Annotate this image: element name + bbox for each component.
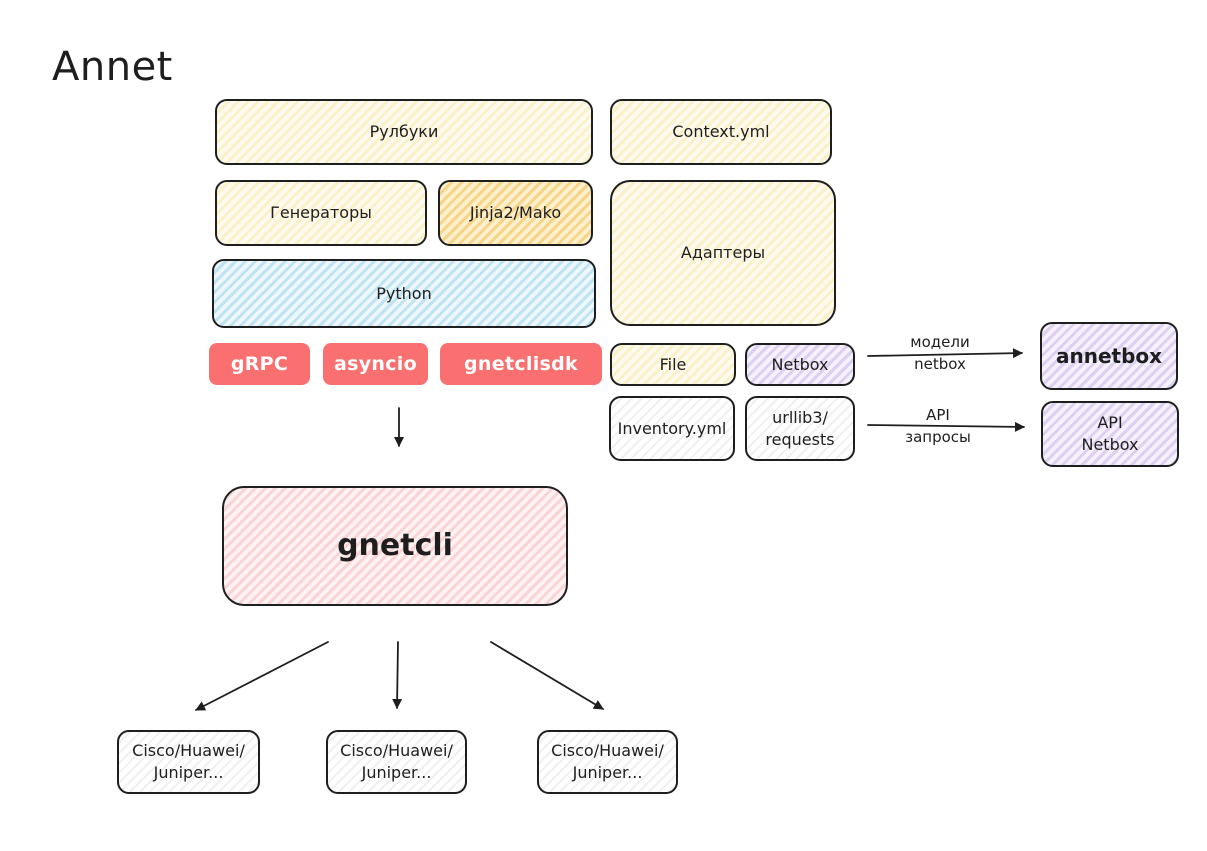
models-netbox-label: модели netbox <box>910 333 970 373</box>
file-box: File <box>610 343 736 386</box>
jinja-mako-box: Jinja2/Mako <box>438 180 593 246</box>
arrow-gnetcli-to-device-2 <box>392 641 403 709</box>
arrow-gnetcli-to-device-1 <box>195 641 329 711</box>
api-netbox-box: API Netbox <box>1041 401 1179 467</box>
arrow-urllib-to-api <box>867 421 1025 432</box>
annetbox-box: annetbox <box>1040 322 1178 390</box>
arrow-netbox-to-annetbox <box>867 348 1023 359</box>
api-netbox-label: API Netbox <box>1081 413 1139 454</box>
arrow-gnetcli-to-device-3 <box>490 641 604 710</box>
generators-box: Генераторы <box>215 180 427 246</box>
urllib-label: urllib3/ requests <box>765 407 835 449</box>
grpc-pill: gRPC <box>209 343 310 385</box>
device-label-2: Cisco/Huawei/ Juniper... <box>340 741 453 782</box>
device-label-1: Cisco/Huawei/ Juniper... <box>132 741 245 782</box>
device-label-3: Cisco/Huawei/ Juniper... <box>551 741 664 782</box>
device-box-3: Cisco/Huawei/ Juniper... <box>537 730 678 794</box>
device-box-1: Cisco/Huawei/ Juniper... <box>117 730 260 794</box>
python-box: Python <box>212 259 596 328</box>
api-requests-label: API запросы <box>905 406 971 446</box>
gnetclisdk-pill: gnetclisdk <box>440 343 602 385</box>
gnetcli-box: gnetcli <box>222 486 568 606</box>
inventory-box: Inventory.yml <box>609 396 735 461</box>
urllib-box: urllib3/ requests <box>745 396 855 461</box>
device-box-2: Cisco/Huawei/ Juniper... <box>326 730 467 794</box>
rulebooks-box: Рулбуки <box>215 99 593 165</box>
adapters-box: Адаптеры <box>610 180 836 326</box>
context-box: Context.yml <box>610 99 832 165</box>
netbox-box: Netbox <box>745 343 855 386</box>
asyncio-pill: asyncio <box>323 343 428 385</box>
diagram-title: Annet <box>52 44 173 90</box>
